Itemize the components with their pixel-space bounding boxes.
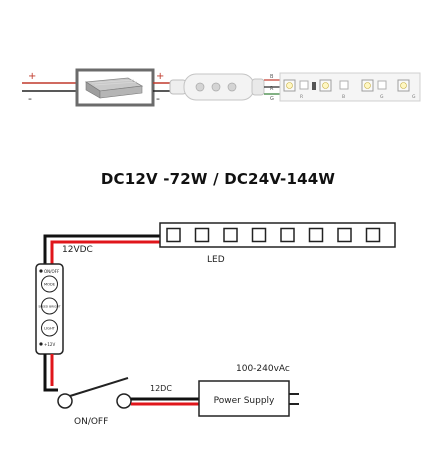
black-wire-to-led xyxy=(43,234,160,266)
led-segment xyxy=(251,227,267,243)
psu-minus-mark: - xyxy=(156,92,160,105)
top-indicator-dot xyxy=(39,269,43,273)
input-plus-mark: + xyxy=(28,71,36,82)
wire-label-3: G xyxy=(270,96,274,102)
power-supply-label: Power Supply xyxy=(214,396,275,406)
input-minus-mark: - xyxy=(28,92,32,105)
speed-bright-button-label: SPEED BRIGHT xyxy=(38,305,60,309)
led-label: LED xyxy=(207,255,225,265)
mini-controller-photo xyxy=(169,73,265,101)
power-supply-box xyxy=(198,380,290,417)
product-photo-strip: + - + - B R G xyxy=(22,68,421,107)
led-strip-photo: R B G G xyxy=(279,72,421,102)
strip-code-2: B xyxy=(342,94,345,100)
led-segment xyxy=(365,227,381,243)
mode-button-label: MODE xyxy=(44,283,56,287)
switch-left-terminal xyxy=(57,393,73,409)
led-segment xyxy=(223,227,238,243)
mode-button[interactable]: MODE xyxy=(41,275,58,293)
wire-label-1: B xyxy=(270,74,274,80)
controller-bottom-label: +12V xyxy=(44,342,55,347)
red-wire-to-led xyxy=(50,240,160,266)
switch-right-terminal xyxy=(116,393,132,409)
strip-code-1: R xyxy=(300,94,303,100)
psu-plus-mark: + xyxy=(156,71,164,82)
strip-code-4: G xyxy=(412,94,416,100)
black-wire-to-switch xyxy=(43,354,58,392)
wire-label-2: R xyxy=(270,86,274,92)
power-supply-unit-icon xyxy=(84,77,144,99)
voltage-label-12vdc: 12VDC xyxy=(62,245,93,255)
spec-title: DC12V -72W / DC24V-144W xyxy=(100,170,336,188)
controller-top-label: ON/OFF xyxy=(44,269,60,274)
wiring-diagram: 12VDC LED ON/OFF MODE SPEED BRIGHT LIGHT… xyxy=(35,222,396,427)
led-segment xyxy=(337,227,352,243)
switch-label: ON/OFF xyxy=(74,417,108,427)
ac-label: 100-240vAc xyxy=(236,364,290,374)
led-segment xyxy=(194,227,210,243)
led-segment xyxy=(280,227,295,243)
dc-label: 12DC xyxy=(150,384,172,393)
switch-lever[interactable] xyxy=(69,377,129,397)
led-segment xyxy=(166,227,181,243)
light-button-label: LIGHT xyxy=(44,327,56,331)
light-button[interactable]: LIGHT xyxy=(41,319,58,337)
strip-code-3: G xyxy=(380,94,384,100)
speed-bright-button[interactable]: SPEED BRIGHT xyxy=(38,297,61,315)
bottom-indicator-dot xyxy=(39,342,43,346)
led-segment xyxy=(308,227,324,243)
led-segments xyxy=(166,227,381,243)
